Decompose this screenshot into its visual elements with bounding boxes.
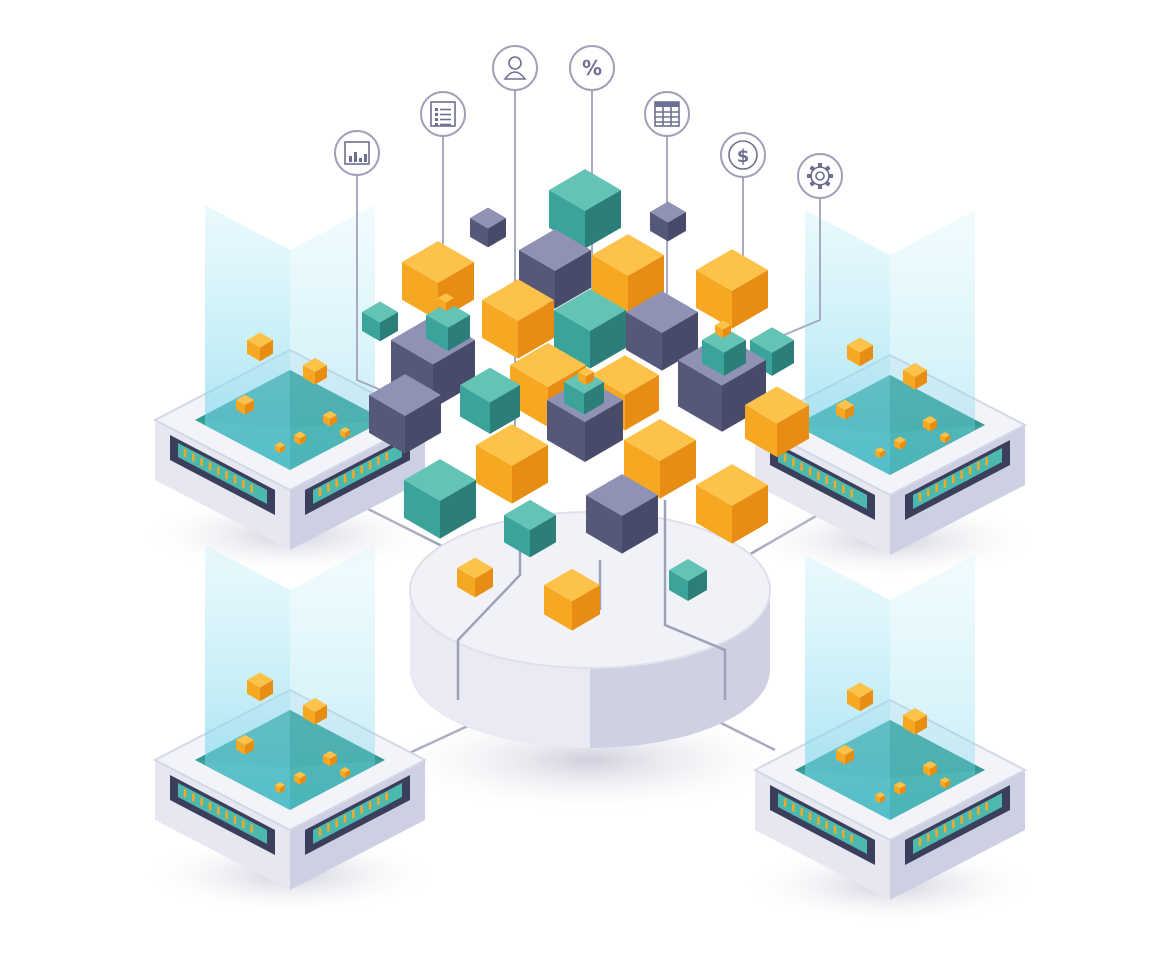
server-top-left-data-cube-2 — [303, 358, 327, 385]
block-cube-34 — [715, 320, 731, 339]
percent-icon-glyph: % — [582, 56, 602, 80]
server-top-right-data-cube-3 — [836, 399, 854, 420]
server-bottom-left-data-cube-1 — [247, 672, 273, 702]
server-bottom-left-data-cube-4 — [323, 750, 337, 767]
server-top-left-data-cube-3 — [236, 394, 254, 415]
block-cube-31 — [544, 568, 600, 631]
server-top-right — [740, 210, 1040, 580]
block-cube-23 — [745, 386, 809, 458]
server-bottom-left-data-cube-6 — [275, 782, 285, 794]
dollar-icon: $ — [720, 132, 766, 178]
server-bottom-right — [740, 555, 1040, 925]
server-bottom-right-data-cube-1 — [847, 682, 873, 712]
block-cube-12 — [626, 291, 698, 371]
server-bottom-right-data-cube-5 — [894, 781, 906, 795]
server-top-left-data-cube-7 — [340, 427, 350, 439]
block-cube-18 — [460, 367, 520, 434]
block-cube-2 — [650, 201, 686, 242]
block-cube-11 — [554, 289, 626, 369]
block-cube-3 — [549, 169, 621, 249]
server-bottom-left-data-cube-3 — [236, 734, 254, 755]
block-cube-24 — [476, 424, 548, 504]
server-bottom-right-data-cube-4 — [923, 760, 937, 777]
block-cube-25 — [624, 419, 696, 499]
block-cube-10 — [482, 279, 554, 359]
spreadsheet-icon — [644, 91, 690, 137]
server-bottom-right-data-cube-3 — [836, 744, 854, 765]
server-top-left-data-cube-1 — [247, 332, 273, 362]
server-bottom-right-data-cube-2 — [903, 708, 927, 735]
user-icon — [492, 45, 538, 91]
block-cube-29 — [504, 499, 556, 558]
block-cube-33 — [438, 293, 454, 312]
block-cube-7 — [696, 249, 768, 329]
block-cube-16 — [702, 327, 746, 376]
server-top-left-data-cube-5 — [294, 431, 306, 445]
block-cube-32 — [669, 558, 707, 601]
block-cube-1 — [470, 207, 506, 248]
server-top-right-data-cube-2 — [903, 363, 927, 390]
server-top-right-data-cube-1 — [847, 337, 873, 367]
gear-icon-leader-line — [771, 198, 821, 341]
block-cube-4 — [519, 229, 591, 309]
block-cube-26 — [404, 459, 476, 539]
document-list-icon — [420, 91, 466, 137]
server-top-right-data-cube-4 — [923, 415, 937, 432]
server-bottom-right-data-cube-6 — [875, 792, 885, 804]
block-cube-5 — [592, 234, 664, 314]
server-bottom-left-data-cube-2 — [303, 698, 327, 725]
server-top-left-data-cube-6 — [275, 442, 285, 454]
block-cube-27 — [586, 474, 658, 554]
block-cube-28 — [696, 464, 768, 544]
server-bottom-left-data-cube-5 — [294, 771, 306, 785]
server-top-right-data-cube-6 — [875, 447, 885, 459]
block-cube-15 — [426, 302, 470, 351]
block-cube-35 — [578, 367, 594, 386]
server-bottom-right-data-cube-7 — [940, 777, 950, 789]
gear-icon — [797, 153, 843, 199]
server-top-right-data-cube-7 — [940, 432, 950, 444]
bar-chart-icon — [334, 130, 380, 176]
server-top-right-data-cube-5 — [894, 436, 906, 450]
central-hub-platform — [380, 500, 800, 815]
block-cube-8 — [362, 301, 398, 342]
server-bottom-left — [140, 545, 440, 915]
server-bottom-left-data-cube-7 — [340, 767, 350, 779]
server-top-left-data-cube-4 — [323, 410, 337, 427]
dollar-icon-glyph: $ — [737, 146, 750, 167]
block-cube-20 — [369, 374, 441, 454]
block-cube-30 — [457, 557, 493, 598]
percent-icon: % — [569, 45, 615, 91]
